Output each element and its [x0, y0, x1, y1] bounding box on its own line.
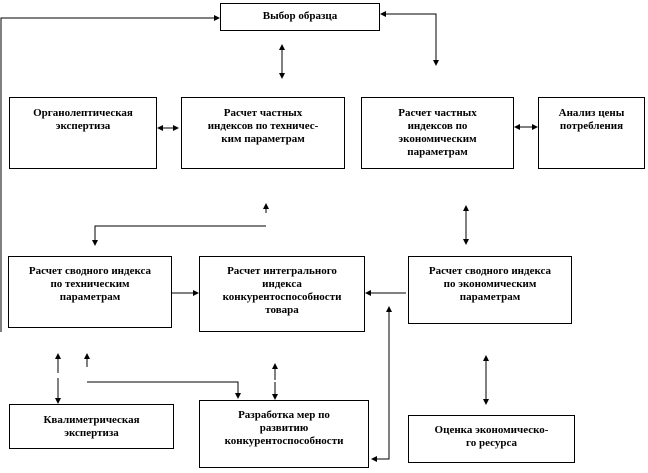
arrow-organoleptic-partial-tech: [157, 125, 179, 131]
node-measures: Разработка мер по развитию конкурентоспо…: [199, 400, 369, 468]
arrow-sample-to-partial-tech: [279, 44, 285, 79]
arrow-up-summary-tech-a: [55, 353, 61, 373]
arrow-partial-econ-summary-econ: [463, 205, 469, 245]
arrow-to-summary-tech: [92, 225, 266, 246]
node-label: Органолептическая экспертиза: [33, 107, 133, 132]
arrow-up-partial-tech: [263, 203, 269, 213]
arrow-summary-tech-to-integral: [172, 290, 199, 296]
node-summary-econ: Расчет сводного индекса по экономическим…: [408, 256, 572, 324]
node-label: Расчет сводного индекса по техническим п…: [28, 265, 152, 303]
arrow-summary-econ-econ-resource: [483, 355, 489, 405]
node-label: Расчет частных индексов по техничес- ким…: [207, 107, 319, 145]
arrow-feedback-to-sample: [0, 15, 220, 332]
node-partial-econ: Расчет частных индексов по экономическим…: [361, 97, 514, 169]
node-label: Расчет частных индексов по экономическим…: [398, 107, 477, 158]
node-label: Оценка экономическо- го ресурса: [434, 424, 549, 449]
node-organoleptic: Органолептическая экспертиза: [9, 97, 157, 169]
node-integral: Расчет интегрального индекса конкурентос…: [199, 256, 365, 332]
node-label: Расчет сводного индекса по экономическим…: [428, 265, 552, 303]
arrow-up-summary-econ: [371, 306, 392, 462]
arrow-sample-to-partial-econ: [380, 11, 439, 66]
arrow-up-integral: [272, 363, 278, 380]
node-label: Анализ цены потребления: [558, 107, 625, 132]
node-label: Выбор образца: [262, 10, 338, 22]
node-partial-tech: Расчет частных индексов по техничес- ким…: [181, 97, 345, 169]
arrow-to-measures: [87, 381, 241, 399]
arrow-to-qualimetric: [55, 378, 61, 404]
arrow-partial-econ-price: [514, 124, 538, 130]
arrow-up-summary-tech-b: [84, 353, 90, 367]
arrow-summary-econ-to-integral: [365, 290, 406, 296]
node-econ-resource: Оценка экономическо- го ресурса: [408, 415, 575, 463]
node-qualimetric: Квалиметрическая экспертиза: [9, 404, 174, 449]
node-price-analysis: Анализ цены потребления: [538, 97, 645, 169]
arrow-down-measures: [272, 382, 278, 400]
node-sample-choice: Выбор образца: [220, 3, 380, 31]
node-label: Разработка мер по развитию конкурентоспо…: [224, 409, 344, 447]
node-label: Квалиметрическая экспертиза: [43, 414, 140, 439]
node-summary-tech: Расчет сводного индекса по техническим п…: [8, 256, 172, 328]
node-label: Расчет интегрального индекса конкурентос…: [222, 265, 342, 316]
